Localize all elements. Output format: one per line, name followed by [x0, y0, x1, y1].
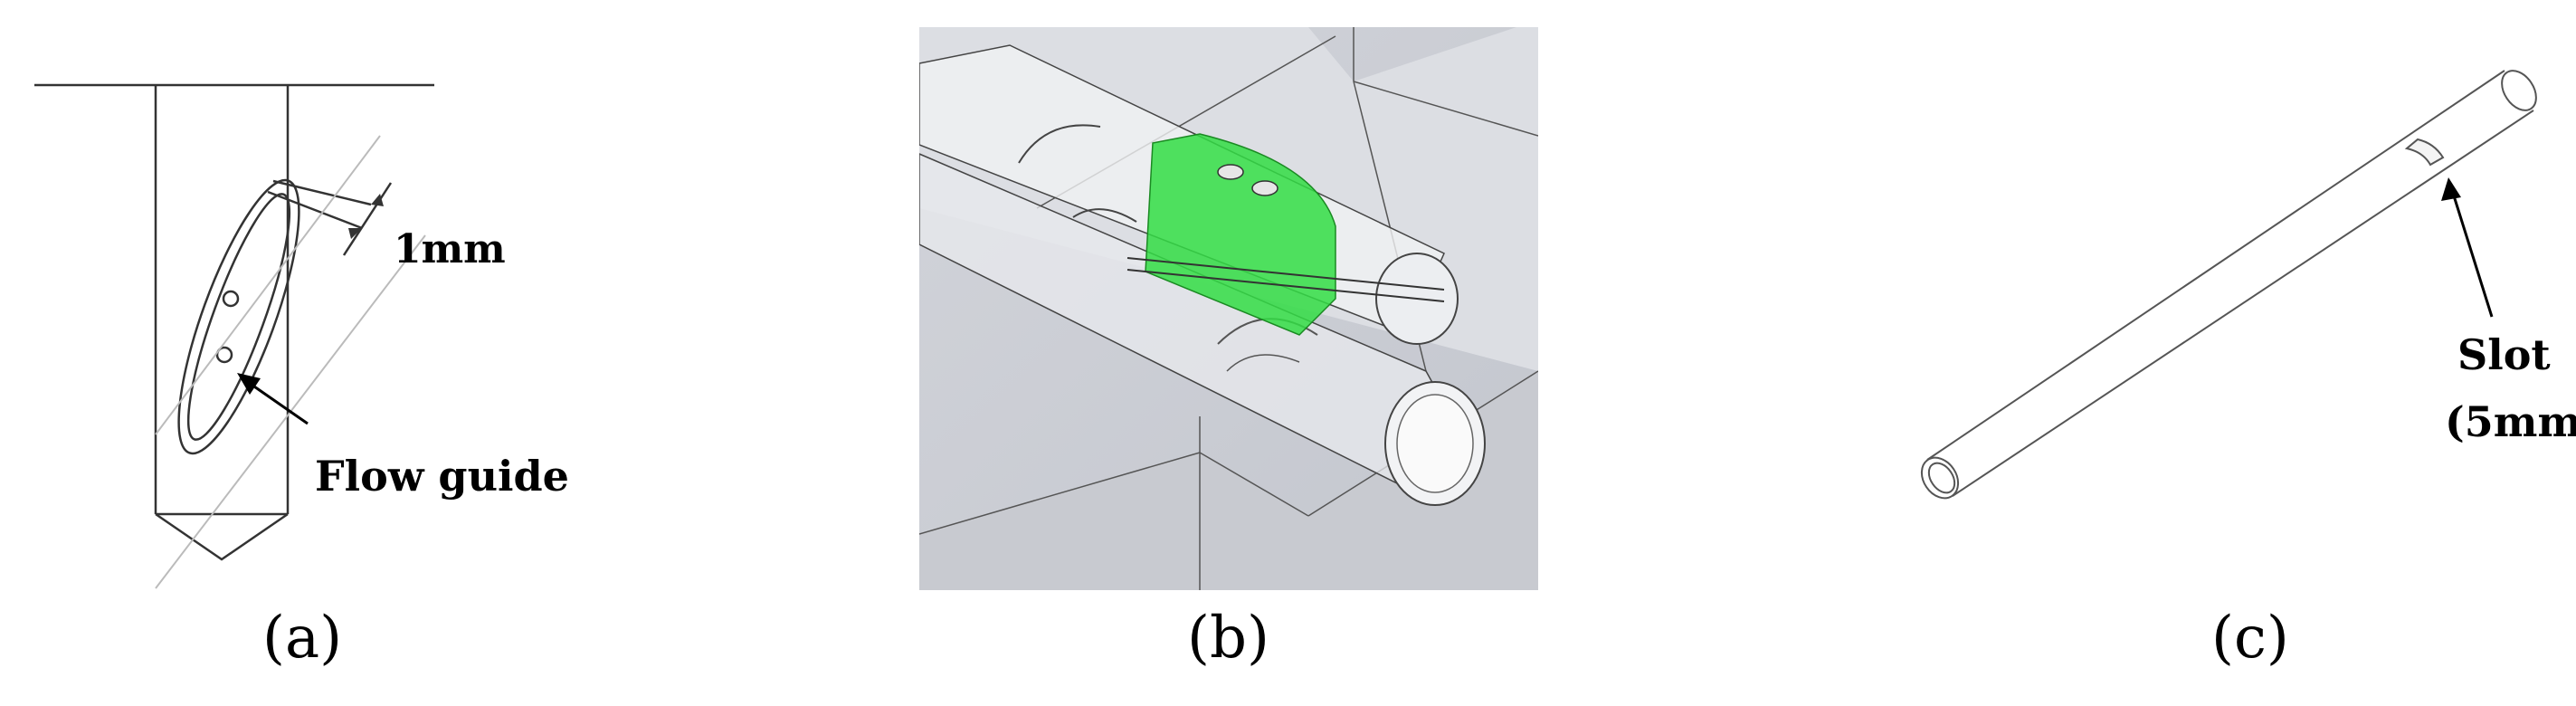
tube-end-left: [1920, 456, 1960, 500]
flow-guide-inner: [186, 193, 291, 441]
dimension-arrow-top: [371, 194, 384, 206]
slot-arrow-head: [2441, 177, 2461, 201]
slot-size-label: (5mm): [2445, 397, 2576, 446]
pipe-tip: [155, 512, 289, 561]
green-flow-guide: [1145, 133, 1336, 336]
flow-guide-label: Flow guide: [315, 452, 569, 501]
tube-edge-bottom: [1952, 110, 2534, 497]
room-edge-6: [1199, 452, 1309, 517]
guide-rail-2: [1126, 269, 1445, 302]
dimension-arrow-bottom: [348, 228, 362, 239]
dimension-extension-1: [272, 179, 372, 206]
flow-guide-outer: [177, 178, 300, 455]
dimension-label: 1mm: [394, 226, 506, 272]
tube-end-left-inner: [1927, 462, 1956, 494]
panel-c-drawing: Slot (5mm): [1920, 70, 2576, 500]
screw-2: [1251, 180, 1278, 196]
panel-b-render: [919, 27, 1538, 590]
guide-hole-1: [222, 290, 240, 308]
tube-edge-top: [1926, 70, 2505, 461]
screw-1: [1217, 164, 1244, 180]
dimension-extension-2: [267, 190, 363, 230]
panel-a-drawing: 1mm Flow guide: [34, 83, 569, 589]
dimension-arrow-line: [342, 182, 393, 256]
lower-pipe: [919, 153, 1486, 506]
guide-hole-2: [215, 346, 233, 364]
room-edge-3: [1353, 81, 1538, 137]
tube-slot: [2404, 138, 2445, 167]
caption-c: (c): [2211, 605, 2289, 672]
flow-guide-arrow-head: [237, 373, 261, 395]
tube-end-right: [2501, 70, 2537, 111]
guide-line-left: [155, 135, 381, 435]
slot-arrow-line: [2450, 189, 2494, 318]
slot-label: Slot: [2457, 330, 2551, 379]
guide-rail-1: [1126, 257, 1445, 291]
room-edge-5: [919, 452, 1201, 535]
render-floor: [919, 371, 1538, 590]
caption-a: (a): [262, 605, 343, 672]
caption-b: (b): [1187, 605, 1269, 672]
